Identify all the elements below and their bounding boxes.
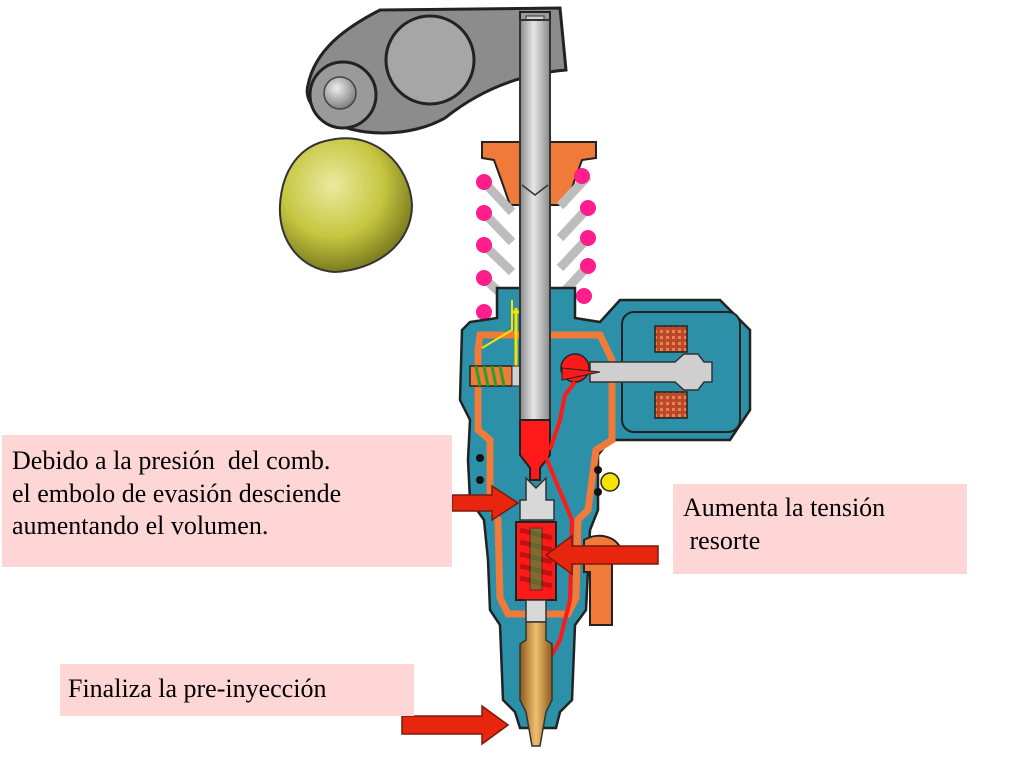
nozzle-spacer (525, 599, 547, 623)
cam-lobe (278, 137, 414, 274)
callout-spring-tension: Aumenta la tensión resorte (673, 484, 967, 574)
callout-line: Aumenta la tensión (683, 493, 886, 522)
solenoid-coil-bottom (654, 391, 688, 419)
pointer-arrow-right (544, 534, 659, 576)
valve-needle (561, 367, 601, 381)
nozzle-needle (519, 621, 553, 747)
callout-pre-injection-end: Finaliza la pre-inyección (60, 664, 414, 716)
callout-line: el embolo de evasión desciende (12, 478, 342, 508)
leak-indicator (600, 472, 620, 492)
callout-line: Finaliza la pre-inyección (68, 674, 327, 703)
pointer-arrow-bottom (401, 704, 510, 746)
rocker-pivot (384, 14, 476, 106)
high-pressure-chamber (519, 419, 551, 481)
plunger (519, 19, 551, 421)
solenoid-coil-top (654, 325, 688, 353)
solenoid-armature (589, 353, 713, 391)
callout-evasion-piston: Debido a la presión del comb. el embolo … (2, 435, 452, 567)
callout-line: resorte (683, 525, 761, 555)
callout-line: Debido a la presión del comb. (12, 446, 331, 475)
evasion-piston (519, 476, 555, 521)
pointer-arrow-left (451, 484, 520, 522)
high-pressure-line (543, 380, 577, 663)
callout-line: aumentando el volumen. (12, 511, 269, 540)
roller-hub (323, 76, 357, 110)
